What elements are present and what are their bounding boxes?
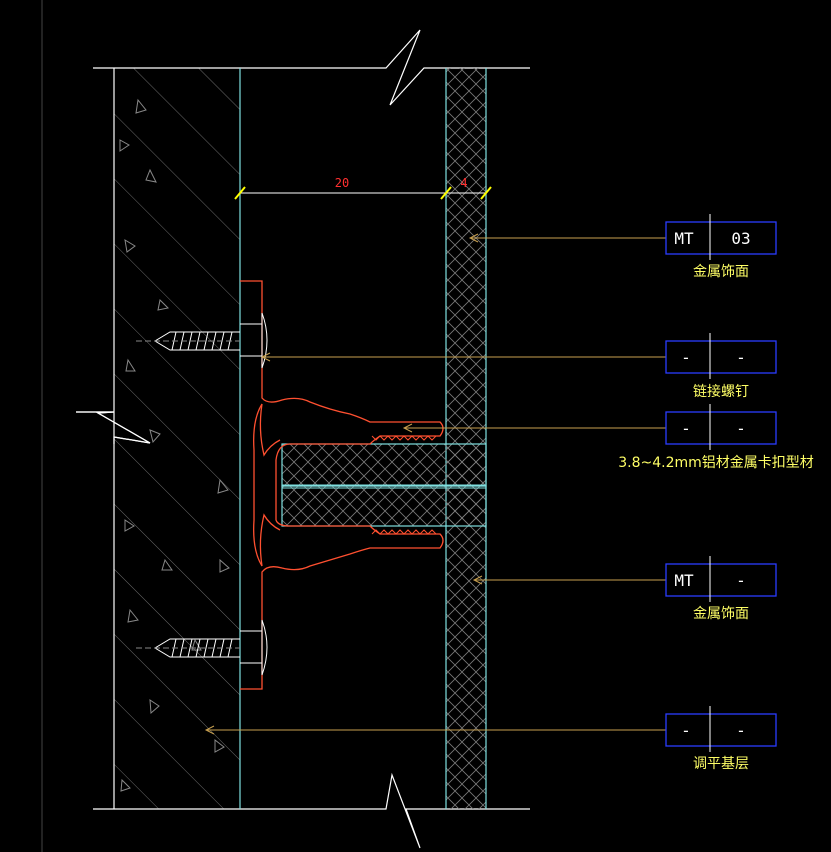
base-wall	[113, 68, 240, 809]
dimension-gap-label: 20	[335, 176, 349, 190]
dimension-line: 20 4	[234, 176, 492, 200]
tag-5-right: -	[736, 721, 746, 740]
tag-2-left: -	[681, 348, 691, 367]
panel-tongues	[281, 443, 487, 527]
metal-panel	[445, 68, 487, 809]
tag-2-caption: 链接螺钉	[693, 383, 749, 400]
screw-top	[136, 312, 268, 369]
tag-3-right: -	[736, 419, 746, 438]
tag-4-left: MT	[674, 571, 694, 590]
dimension-panel-label: 4	[460, 176, 467, 190]
tag-5-left: -	[681, 721, 691, 740]
clip-serrations	[371, 435, 437, 535]
tag-4-right: -	[736, 571, 746, 590]
tag-1-left: MT	[674, 229, 694, 248]
aggregate-marks	[119, 98, 230, 792]
tag-5-caption: 调平基层	[693, 755, 749, 772]
leaders	[204, 233, 666, 735]
tag-2-right: -	[736, 348, 746, 367]
callout-tag-5: - - 调平基层	[665, 706, 777, 772]
tag-1-caption: 金属饰面	[693, 264, 749, 280]
callout-tag-1: MT 03 金属饰面	[665, 214, 777, 280]
tag-1-right: 03	[731, 229, 750, 248]
tag-3-left: -	[681, 419, 691, 438]
callout-tag-3: - - 3.8~4.2mm铝材金属卡扣型材	[618, 404, 814, 471]
screw-bottom	[136, 619, 268, 676]
tag-3-caption: 3.8~4.2mm铝材金属卡扣型材	[618, 455, 814, 471]
callout-tag-4: MT - 金属饰面	[665, 556, 777, 622]
boundary-lines	[76, 29, 530, 849]
tag-4-caption: 金属饰面	[693, 606, 749, 622]
callout-tag-2: - - 链接螺钉	[665, 333, 777, 400]
aluminum-clip-profile	[240, 280, 444, 690]
